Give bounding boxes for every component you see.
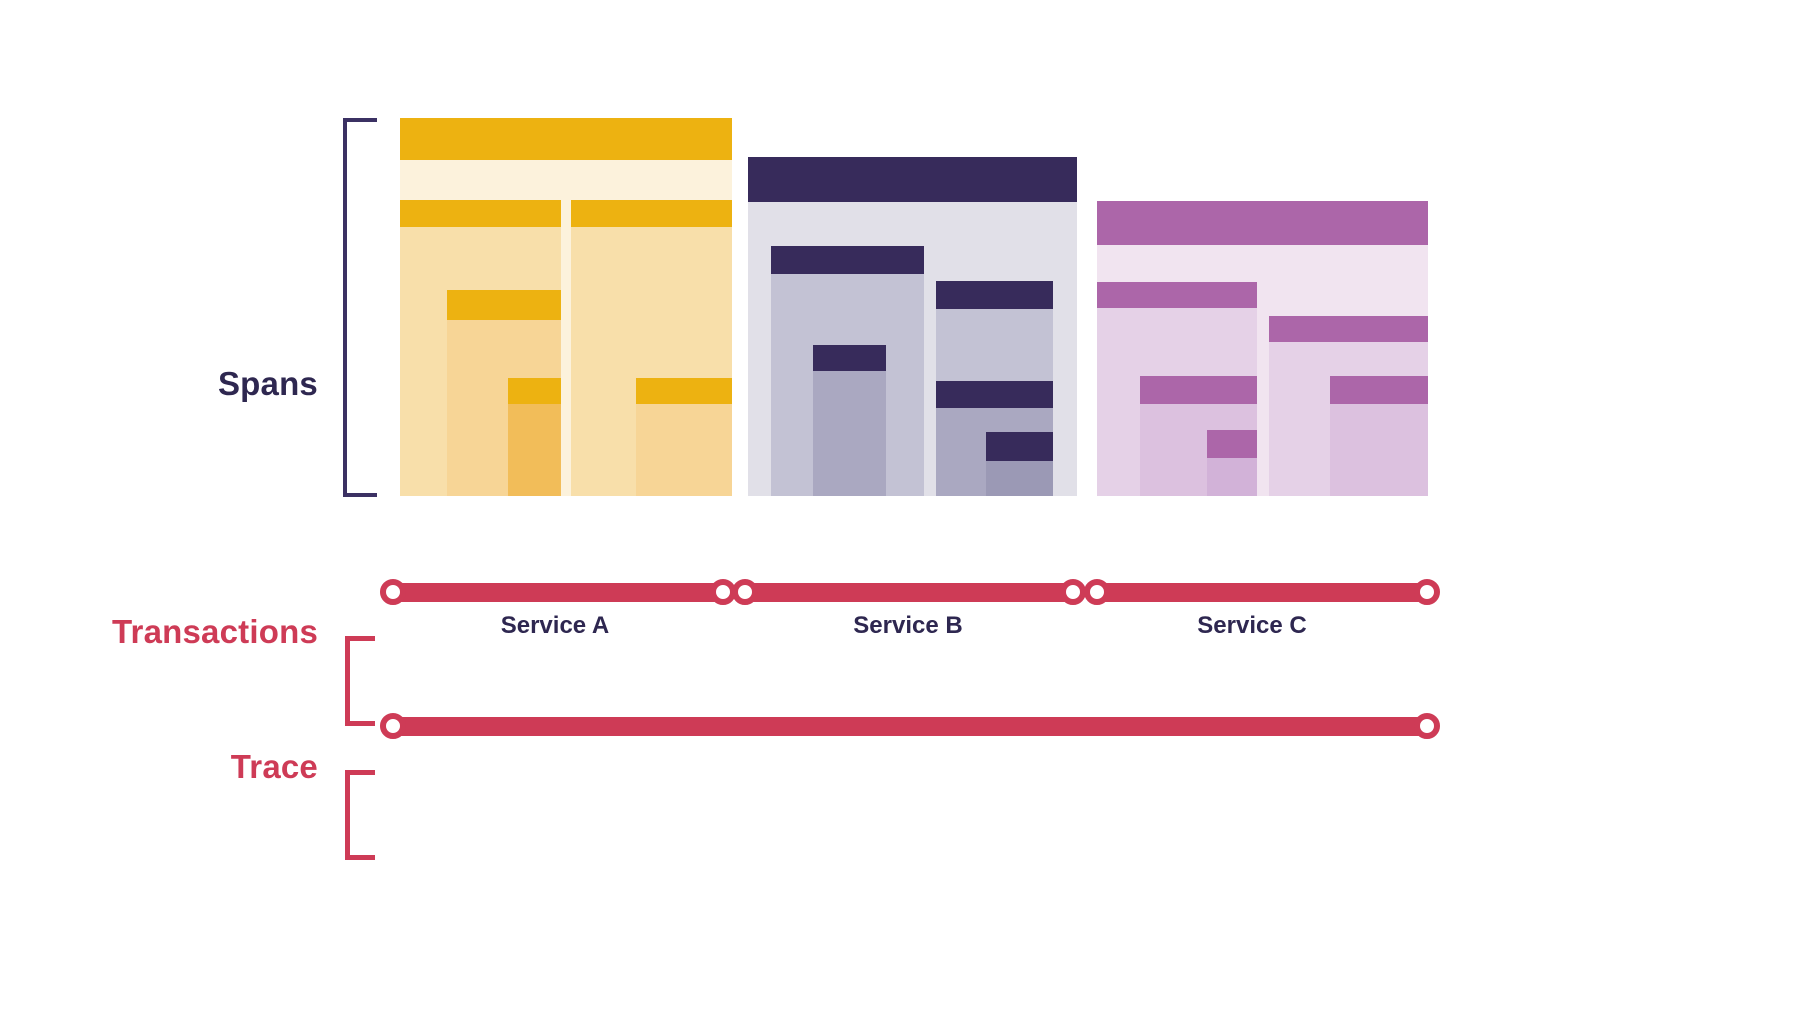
- span-header-grandchild-span-2: [1330, 376, 1428, 404]
- span-header-child-span-1: [771, 246, 924, 274]
- span-header-child-span-2: [936, 281, 1053, 309]
- span-bar-great-grandchild-span-1[interactable]: [1207, 430, 1257, 496]
- span-header-grandchild-span-2: [636, 378, 732, 404]
- timeline-endpoint-trace-start[interactable]: [380, 713, 406, 739]
- span-header-child-span-2: [1269, 316, 1428, 342]
- span-group-service-c: [1097, 201, 1428, 496]
- span-header-grandchild-span-1: [447, 290, 561, 320]
- service-label-c: Service C: [1197, 612, 1307, 639]
- transactions-bracket: [345, 636, 375, 726]
- service-label-b: Service B: [853, 612, 963, 639]
- span-group-service-b: [748, 157, 1077, 496]
- span-header-grandchild-span-2: [936, 381, 1053, 408]
- span-header-child-span-1: [400, 200, 561, 227]
- timeline-endpoint-transaction-service-b-end[interactable]: [1060, 579, 1086, 605]
- span-header-child-span-2: [571, 200, 732, 227]
- spans-row-label: Spans: [217, 365, 318, 402]
- timeline-endpoint-trace-end[interactable]: [1414, 713, 1440, 739]
- spans-bracket: [343, 118, 377, 497]
- timeline-bar-transaction-service-c[interactable]: [1097, 583, 1427, 602]
- timeline-bar-trace[interactable]: [393, 717, 1427, 736]
- span-header-root-span: [748, 157, 1077, 202]
- span-header-great-grandchild-span-1: [508, 378, 561, 404]
- span-header-root-span: [400, 118, 732, 160]
- span-header-child-span-1: [1097, 282, 1257, 308]
- timeline-endpoint-transaction-service-c-end[interactable]: [1414, 579, 1440, 605]
- spans-area: [400, 118, 1428, 496]
- span-bar-great-grandchild-span-1[interactable]: [508, 378, 561, 496]
- timeline-endpoint-transaction-service-b-start[interactable]: [732, 579, 758, 605]
- span-bar-grandchild-span-2[interactable]: [1330, 376, 1428, 496]
- timeline-bar-transaction-service-b[interactable]: [745, 583, 1073, 602]
- span-bar-grandchild-span-2[interactable]: [636, 378, 732, 496]
- span-header-grandchild-span-1: [813, 345, 886, 371]
- timeline-endpoint-transaction-service-c-start[interactable]: [1084, 579, 1110, 605]
- span-header-great-grandchild-span-1: [1207, 430, 1257, 458]
- trace-bracket: [345, 770, 375, 860]
- timeline-bar-transaction-service-a[interactable]: [393, 583, 723, 602]
- transactions-row-label: Transactions: [112, 613, 318, 650]
- span-header-root-span: [1097, 201, 1428, 245]
- service-label-a: Service A: [500, 612, 610, 639]
- span-header-grandchild-span-1: [1140, 376, 1257, 404]
- span-bar-great-grandchild-span-2[interactable]: [986, 432, 1053, 496]
- timeline-endpoint-transaction-service-a-start[interactable]: [380, 579, 406, 605]
- trace-row-label: Trace: [230, 748, 318, 785]
- span-bar-grandchild-span-1[interactable]: [813, 345, 886, 496]
- span-group-service-a: [400, 118, 732, 496]
- span-header-great-grandchild-span-2: [986, 432, 1053, 461]
